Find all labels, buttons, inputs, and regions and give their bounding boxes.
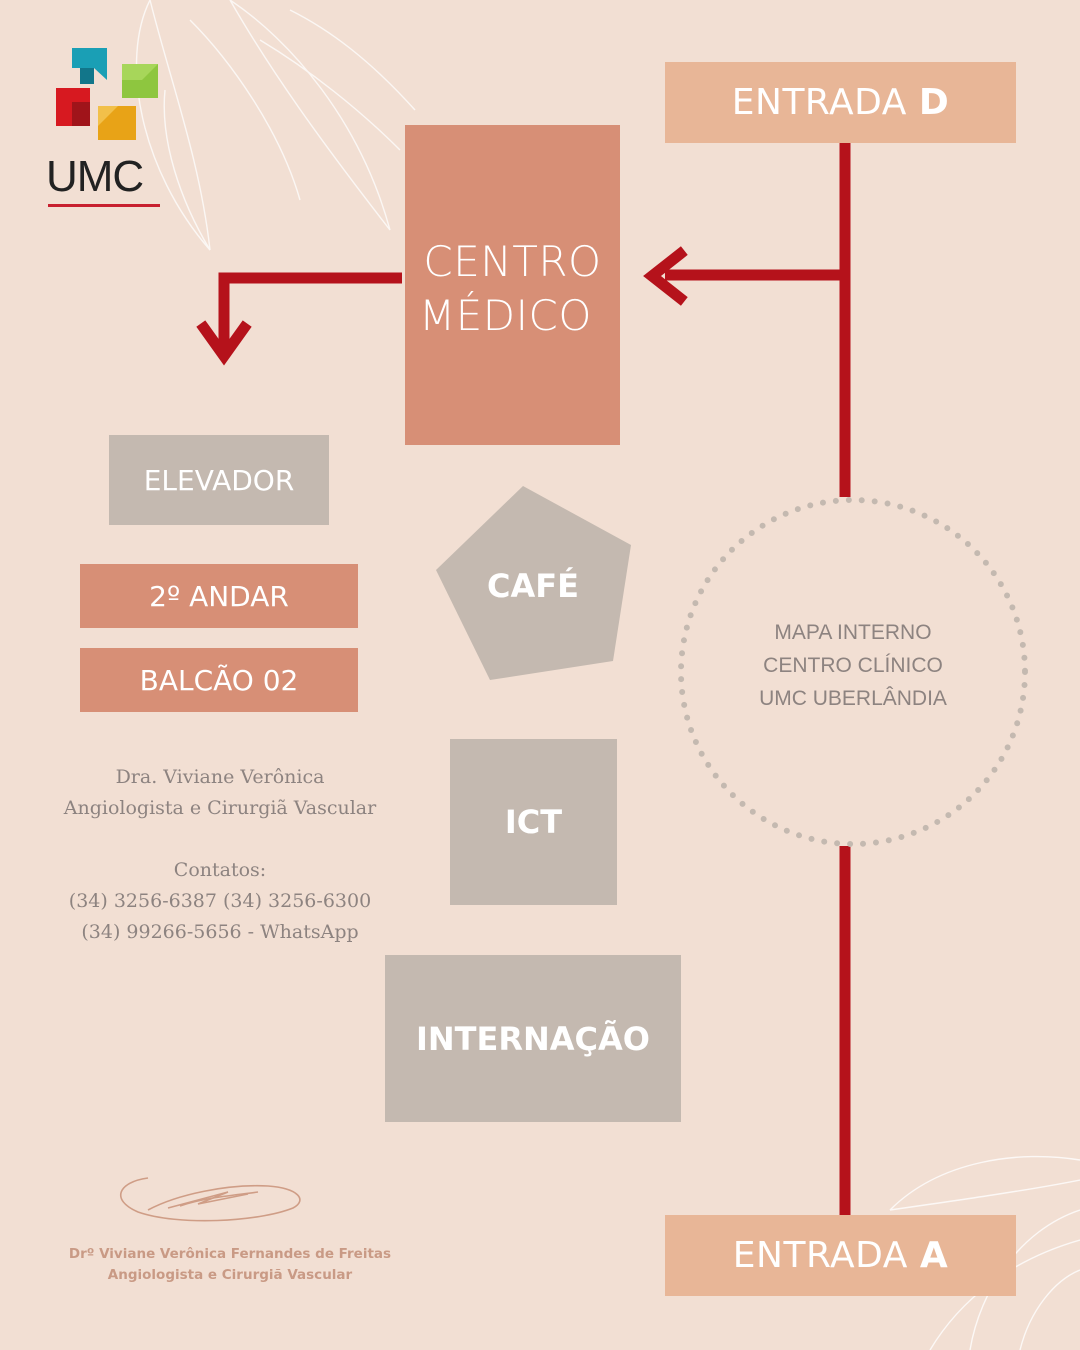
balcao-box: BALCÃO 02 bbox=[80, 648, 358, 712]
entrance-d-letter: D bbox=[918, 82, 950, 123]
ict-box: ICT bbox=[450, 739, 617, 905]
map-title-line2: CENTRO CLÍNICO bbox=[763, 654, 943, 677]
map-title-line1: MAPA INTERNO bbox=[774, 621, 932, 644]
elevador-box: ELEVADOR bbox=[109, 435, 329, 525]
umc-logo: UMC bbox=[44, 40, 174, 215]
entrance-a-prefix: ENTRADA bbox=[732, 1235, 908, 1276]
entrance-d-prefix: ENTRADA bbox=[731, 82, 907, 123]
cafe-label: CAFÉ bbox=[487, 567, 579, 605]
contact-phones: (34) 3256-6387 (34) 3256-6300 bbox=[68, 890, 372, 912]
centro-medico-line2: MÉDICO bbox=[419, 291, 592, 340]
andar-box: 2º ANDAR bbox=[80, 564, 358, 628]
contacts-label: Contatos: bbox=[173, 859, 267, 881]
logo-squares-icon bbox=[56, 48, 158, 140]
centro-medico-line1: CENTRO bbox=[423, 237, 602, 286]
entrance-a: ENTRADA A bbox=[665, 1215, 1016, 1296]
leaf-decoration-top bbox=[135, 0, 416, 251]
map-label-circle bbox=[678, 497, 1028, 847]
internacao-box: INTERNAÇÃO bbox=[385, 955, 681, 1122]
signature-specialty: Angiologista e Cirurgiã Vascular bbox=[107, 1267, 353, 1283]
centro-medico-block: CENTRO MÉDICO bbox=[405, 125, 620, 445]
map-title: MAPA INTERNO CENTRO CLÍNICO UMC UBERLÂND… bbox=[695, 616, 1011, 715]
entrance-a-letter: A bbox=[919, 1235, 949, 1276]
signature-name: Drº Viviane Verônica Fernandes de Freita… bbox=[68, 1246, 392, 1262]
logo-text: UMC bbox=[46, 152, 144, 201]
entrance-d: ENTRADA D bbox=[665, 62, 1016, 143]
signature-flourish bbox=[119, 1177, 301, 1222]
doctor-specialty: Angiologista e Cirurgiã Vascular bbox=[63, 797, 377, 819]
signature-text: Drº Viviane Verônica Fernandes de Freita… bbox=[40, 1244, 420, 1286]
logo-underline bbox=[48, 204, 160, 207]
contact-whatsapp: (34) 99266-5656 - WhatsApp bbox=[81, 921, 359, 943]
cafe-pentagon bbox=[436, 486, 631, 680]
map-title-line3: UMC UBERLÂNDIA bbox=[759, 687, 947, 710]
doctor-info: Dra. Viviane Verônica Angiologista e Cir… bbox=[40, 762, 400, 948]
doctor-name: Dra. Viviane Verônica bbox=[115, 766, 325, 788]
